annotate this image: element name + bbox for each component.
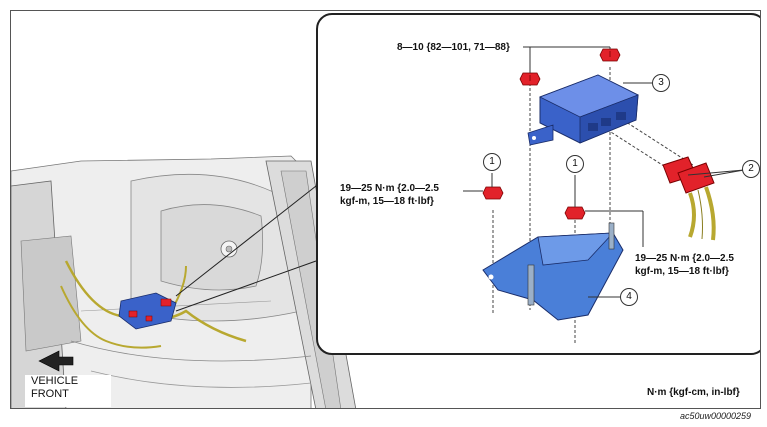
torque-label-right-line1: 19—25 N·m {2.0—2.5 bbox=[635, 253, 734, 264]
exploded-view bbox=[463, 46, 745, 345]
vehicle-front-line1: VEHICLE bbox=[31, 375, 79, 387]
nut-top-right bbox=[599, 48, 621, 62]
vehicle-front-line2: FRONT bbox=[31, 388, 69, 400]
connector-part bbox=[662, 156, 716, 241]
units-label: N·m {kgf-cm, in-lbf} bbox=[647, 387, 740, 398]
detail-inset: 1 1 2 3 4 8—10 {82—101, 71—88} 19—25 N·m… bbox=[316, 13, 760, 355]
figure-frame: 1 1 2 3 4 8—10 {82—101, 71—88} 19—25 N·m… bbox=[10, 10, 761, 409]
bracket-part bbox=[482, 222, 624, 321]
callout-1-left: 1 bbox=[483, 153, 501, 171]
nut-top-left bbox=[519, 72, 541, 86]
nut-left bbox=[482, 186, 504, 200]
callout-3: 3 bbox=[652, 74, 670, 92]
torque-label-left-line2: kgf-m, 15—18 ft·lbf} bbox=[340, 196, 434, 207]
callout-2: 2 bbox=[742, 160, 760, 178]
module-part bbox=[527, 74, 639, 146]
torque-label-top: 8—10 {82—101, 71—88} bbox=[397, 42, 510, 53]
torque-label-right-line2: kgf-m, 15—18 ft·lbf} bbox=[635, 266, 729, 277]
callout-1-right: 1 bbox=[566, 155, 584, 173]
nut-right bbox=[564, 206, 586, 220]
torque-label-left-line1: 19—25 N·m {2.0—2.5 bbox=[340, 183, 439, 194]
callout-4: 4 bbox=[620, 288, 638, 306]
figure-code: ac50uw00000259 bbox=[680, 411, 752, 421]
vehicle-front-label: VEHICLE FRONT bbox=[25, 375, 111, 407]
